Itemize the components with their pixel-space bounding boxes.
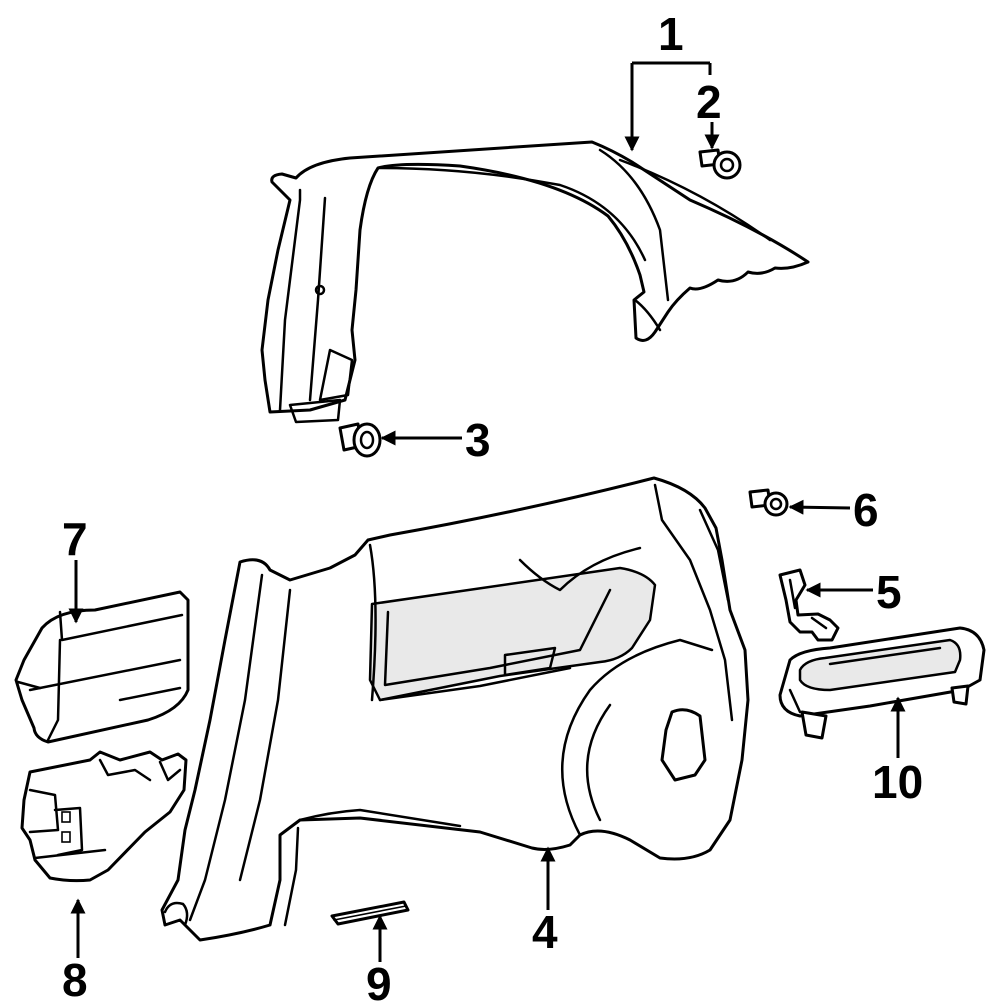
callout-8: 8 (62, 954, 88, 1006)
callout-3: 3 (465, 414, 491, 466)
molding-strip (330, 900, 410, 926)
callout-1: 1 (658, 8, 684, 60)
callout-4: 4 (532, 906, 558, 958)
lower-clip (338, 422, 382, 458)
callout-5: 5 (876, 566, 902, 618)
storage-tray (778, 626, 986, 740)
upper-box-trim (14, 590, 190, 744)
callout-2: 2 (696, 76, 722, 128)
callout-6: 6 (853, 484, 879, 536)
leader-lines (68, 61, 906, 962)
bracket (778, 568, 840, 642)
callout-7: 7 (62, 513, 88, 565)
small-clip (748, 488, 789, 517)
lower-bracket (20, 750, 188, 883)
callout-10: 10 (872, 756, 923, 808)
upper-quarter-trim-panel (260, 140, 810, 424)
upper-clip (698, 148, 742, 180)
lower-quarter-trim-panel (160, 476, 750, 942)
callout-labels: 1 2 3 4 5 6 7 8 9 10 (62, 8, 923, 1007)
callout-9: 9 (366, 958, 392, 1007)
